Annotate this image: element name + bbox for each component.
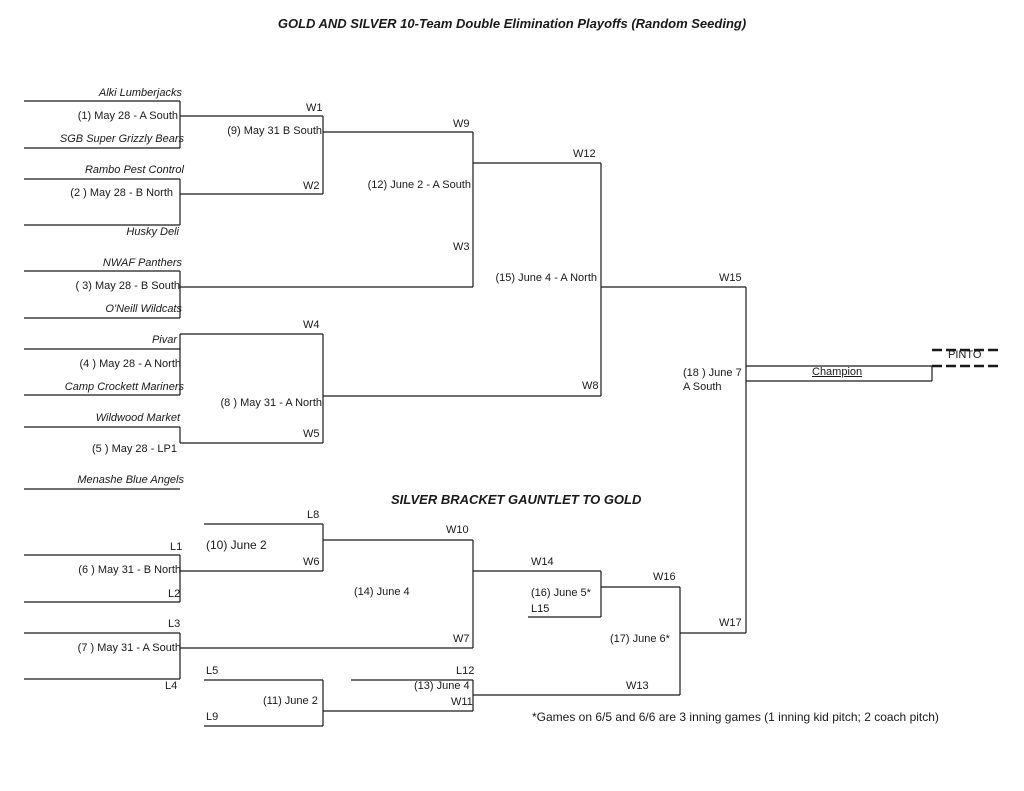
game-label: (7 ) May 31 - A South bbox=[77, 642, 181, 654]
silver-bracket-title: SILVER BRACKET GAUNTLET TO GOLD bbox=[391, 492, 642, 507]
slot-label: W17 bbox=[719, 617, 742, 629]
team-name: Rambo Pest Control bbox=[84, 164, 184, 176]
slot-label: W6 bbox=[303, 556, 320, 568]
slot-label: W12 bbox=[573, 148, 596, 160]
slot-label: L12 bbox=[456, 665, 475, 677]
team-name: Husky Deli bbox=[126, 226, 179, 238]
game-label: (10) June 2 bbox=[206, 538, 267, 552]
champion-label: Champion bbox=[812, 366, 863, 378]
slot-label: W5 bbox=[303, 428, 320, 440]
slot-label: L8 bbox=[307, 509, 320, 521]
slot-label: W16 bbox=[653, 571, 676, 583]
footnote: *Games on 6/5 and 6/6 are 3 inning games… bbox=[532, 710, 939, 724]
game-label: (9) May 31 B South bbox=[227, 125, 322, 137]
slot-label: W15 bbox=[719, 272, 742, 284]
team-name: O'Neill Wildcats bbox=[105, 303, 182, 315]
slot-label: W3 bbox=[453, 241, 470, 253]
game-label: (16) June 5* bbox=[531, 587, 591, 599]
team-name: Camp Crockett Mariners bbox=[64, 381, 184, 393]
game-label: (18 ) June 7 bbox=[683, 367, 742, 379]
slot-label: L1 bbox=[170, 541, 183, 553]
slot-label: L4 bbox=[165, 680, 178, 692]
team-name: Wildwood Market bbox=[95, 412, 180, 424]
game-label: (5 ) May 28 - LP1 bbox=[92, 443, 177, 455]
slot-label: W13 bbox=[626, 680, 649, 692]
game-label: (4 ) May 28 - A North bbox=[79, 358, 181, 370]
slot-label: W7 bbox=[453, 633, 470, 645]
game-label: (13) June 4 bbox=[414, 680, 470, 692]
team-name: SGB Super Grizzly Bears bbox=[59, 133, 184, 145]
slot-label: W11 bbox=[451, 696, 473, 708]
slot-label: W10 bbox=[446, 524, 469, 536]
slot-label: L15 bbox=[531, 603, 550, 615]
team-name: NWAF Panthers bbox=[102, 257, 182, 269]
team-name: Menashe Blue Angels bbox=[77, 474, 184, 486]
game-label: (11) June 2 bbox=[263, 695, 318, 707]
slot-label: W8 bbox=[582, 380, 599, 392]
game-label: (6 ) May 31 - B North bbox=[78, 564, 181, 576]
slot-label: L9 bbox=[206, 711, 219, 723]
game-label: (12) June 2 - A South bbox=[367, 179, 471, 191]
slot-label: L2 bbox=[168, 588, 181, 600]
team-name: Alki Lumberjacks bbox=[98, 87, 182, 99]
game-label: (2 ) May 28 - B North bbox=[70, 187, 173, 199]
page-title: GOLD AND SILVER 10-Team Double Eliminati… bbox=[277, 16, 747, 31]
game-label: (14) June 4 bbox=[354, 586, 410, 598]
slot-label: L3 bbox=[168, 618, 181, 630]
game-label: ( 3) May 28 - B South bbox=[75, 280, 180, 292]
pinto-label: PINTO bbox=[948, 349, 982, 361]
slot-label: W1 bbox=[306, 102, 323, 114]
slot-label: W4 bbox=[303, 319, 320, 331]
game-label: (1) May 28 - A South bbox=[77, 110, 178, 122]
game-label: (15) June 4 - A North bbox=[495, 272, 598, 284]
team-name: Pivar bbox=[151, 334, 177, 346]
slot-label: W2 bbox=[303, 180, 320, 192]
slot-label: W14 bbox=[531, 556, 554, 568]
game-label: A South bbox=[683, 381, 722, 393]
game-label: (17) June 6* bbox=[610, 633, 670, 645]
slot-label: W9 bbox=[453, 118, 470, 130]
slot-label: L5 bbox=[206, 665, 219, 677]
game-label: (8 ) May 31 - A North bbox=[220, 397, 322, 409]
